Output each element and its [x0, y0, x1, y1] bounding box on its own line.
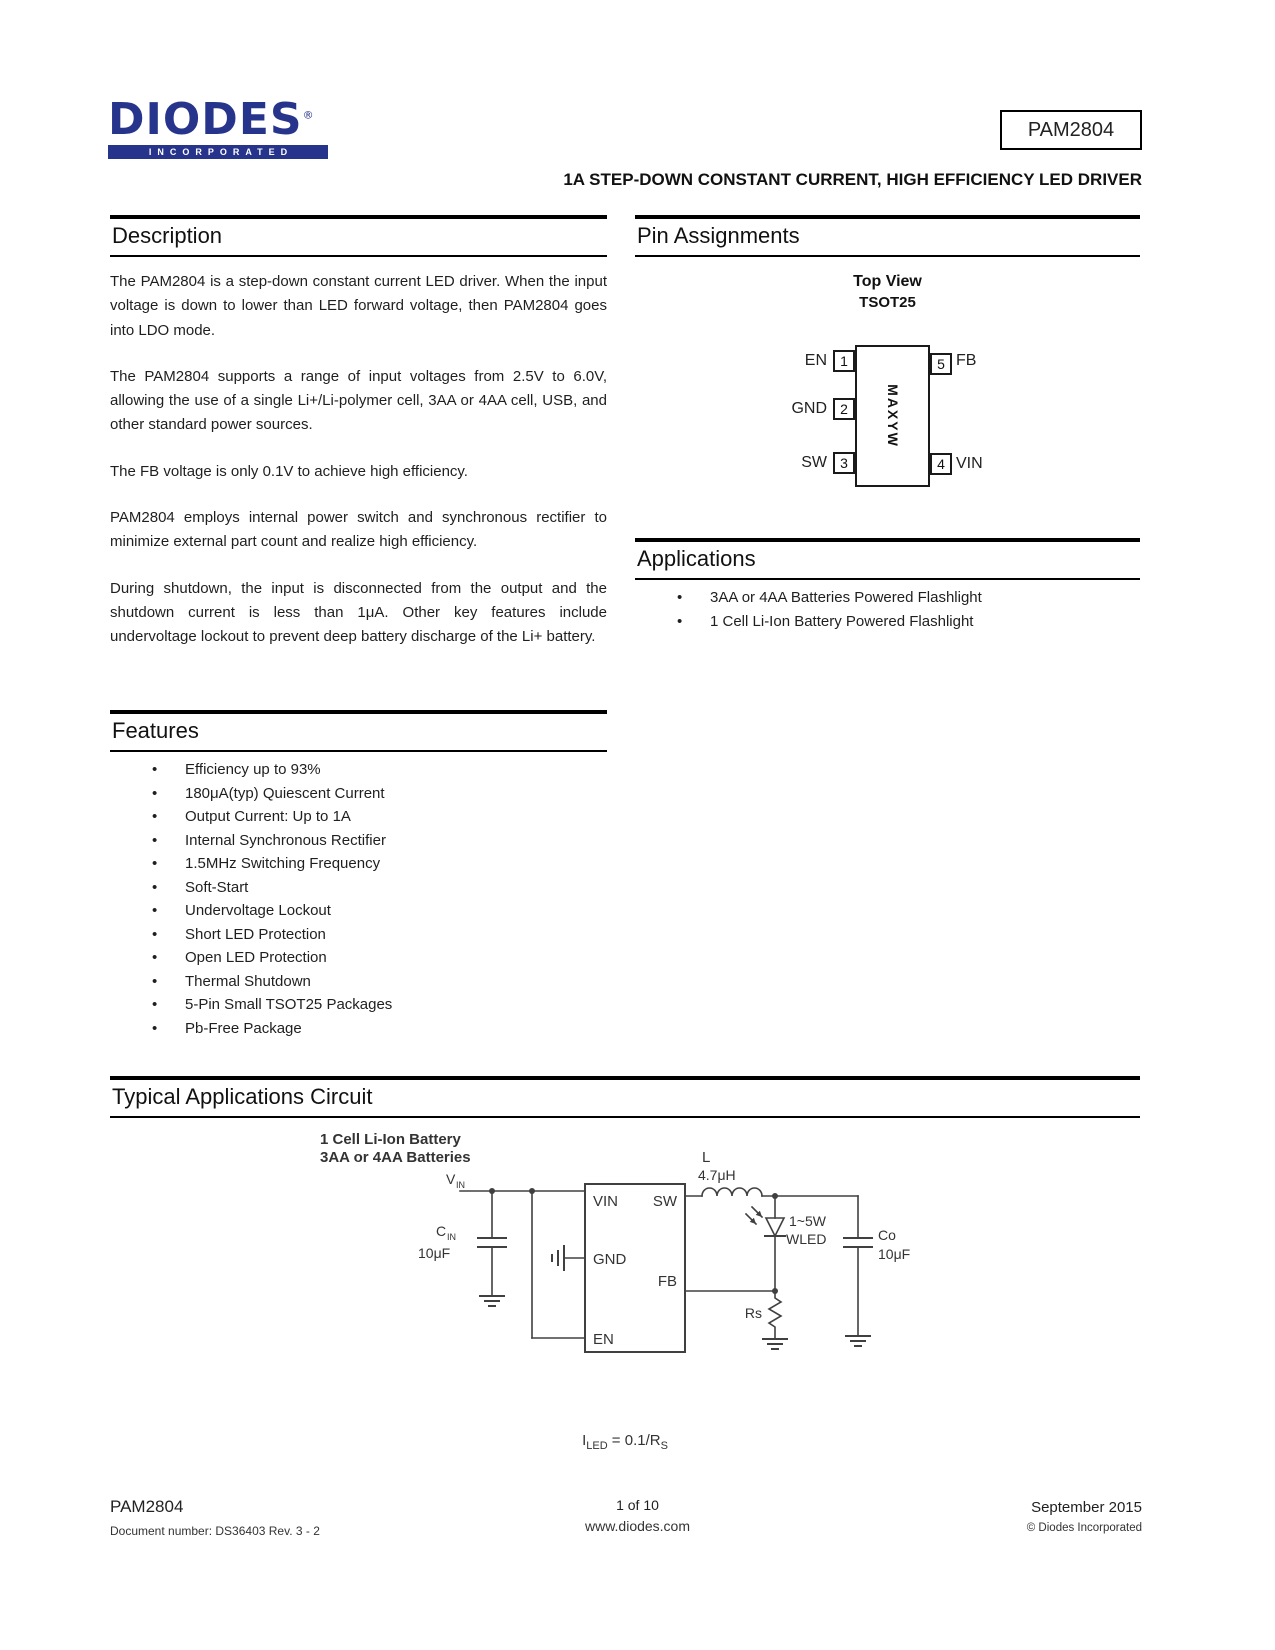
inductor-value: 4.7μH	[698, 1167, 736, 1183]
page-number: 1 of 10	[616, 1497, 659, 1513]
input-capacitor	[477, 1190, 507, 1307]
description-paragraph: The PAM2804 supports a range of input vo…	[110, 367, 607, 434]
chip-body: MAXYW	[855, 345, 930, 487]
ground-symbol	[762, 1338, 788, 1350]
ic-pin-fb: FB	[658, 1273, 677, 1290]
cin-sub: IN	[447, 1232, 456, 1242]
output-capacitor	[843, 1195, 873, 1347]
pin-label-vin: VIN	[956, 455, 983, 472]
footer-date: September 2015	[1031, 1499, 1142, 1516]
description-section: Description The PAM2804 is a step-down c…	[110, 215, 607, 672]
chip-marking: MAXYW	[884, 384, 901, 448]
ground-symbol	[479, 1295, 505, 1307]
footer-part-number: PAM2804	[110, 1497, 184, 1516]
ground-symbol	[551, 1245, 565, 1271]
list-item: Thermal Shutdown	[110, 973, 607, 991]
list-item: Short LED Protection	[110, 926, 607, 944]
description-paragraph: During shutdown, the input is disconnect…	[110, 579, 607, 646]
list-item: Internal Synchronous Rectifier	[110, 832, 607, 850]
logo-incorporated-bar: INCORPORATED	[108, 145, 328, 159]
list-item: 3AA or 4AA Batteries Powered Flashlight	[635, 589, 1140, 607]
inductor-symbol	[701, 1187, 763, 1197]
vin-node-label: V	[446, 1171, 456, 1187]
description-paragraph: The PAM2804 is a step-down constant curr…	[110, 273, 607, 339]
list-item: Output Current: Up to 1A	[110, 808, 607, 826]
ic-pin-sw: SW	[653, 1193, 678, 1210]
pin-2-box: 2	[833, 398, 855, 420]
formula-sub: LED	[586, 1440, 608, 1452]
footer-right: September 2015 © Diodes Incorporated	[1027, 1499, 1142, 1534]
pin-3-box: 3	[833, 452, 855, 474]
pin-5-box: 5	[930, 353, 952, 375]
pin-assignments-heading: Pin Assignments	[635, 215, 1140, 257]
list-item: 1.5MHz Switching Frequency	[110, 855, 607, 873]
circuit-section: Typical Applications Circuit	[110, 1076, 1140, 1118]
pin-4-box: 4	[930, 453, 952, 475]
applications-section: Applications 3AA or 4AA Batteries Powere…	[635, 538, 1140, 636]
pin-label-sw: SW	[801, 454, 827, 471]
list-item: Efficiency up to 93%	[110, 761, 607, 779]
rs-resistor-symbol	[762, 1290, 788, 1350]
inductor-name: L	[702, 1149, 710, 1166]
ic-pin-gnd: GND	[593, 1251, 627, 1268]
pin-1-box: 1	[833, 350, 855, 372]
description-heading: Description	[110, 215, 607, 257]
ic-pin-en: EN	[593, 1331, 614, 1348]
application-circuit-schematic: 1 Cell Li-Ion Battery 3AA or 4AA Batteri…	[320, 1131, 910, 1353]
footer-copyright: © Diodes Incorporated	[1026, 1522, 1142, 1534]
pin-label-en: EN	[804, 352, 827, 369]
pin-assignments-section: Pin Assignments Top View TSOT25 MAXYW 1 …	[635, 215, 1140, 540]
pin-label-gnd: GND	[791, 400, 827, 417]
applications-list: 3AA or 4AA Batteries Powered Flashlight …	[635, 589, 1140, 631]
ic-body	[584, 1183, 686, 1353]
formula-part: I	[582, 1432, 587, 1449]
list-item: Soft-Start	[110, 879, 607, 897]
applications-heading: Applications	[635, 538, 1140, 580]
cin-value: 10μF	[418, 1245, 450, 1261]
wled-name-label: WLED	[786, 1231, 826, 1247]
vin-node-sub: IN	[456, 1180, 465, 1190]
part-number-box: PAM2804	[1000, 110, 1142, 150]
logo-text: DIODES	[108, 94, 303, 145]
led-current-formula: ILED = 0.1/RS	[110, 1432, 1140, 1452]
ic-pin-vin: VIN	[593, 1193, 618, 1210]
pin-label-fb: FB	[956, 352, 977, 369]
co-value: 10μF	[878, 1246, 910, 1262]
power-source-label: 3AA or 4AA Batteries	[320, 1149, 471, 1166]
list-item: 180μA(typ) Quiescent Current	[110, 785, 607, 803]
description-paragraph: PAM2804 employs internal power switch an…	[110, 509, 607, 551]
top-view-label: Top View	[853, 273, 922, 290]
co-label: Co	[878, 1227, 896, 1243]
footer-document-number: Document number: DS36403 Rev. 3 - 2	[110, 1524, 320, 1538]
description-paragraph: The FB voltage is only 0.1V to achieve h…	[110, 462, 468, 480]
logo-wordmark: DIODES®	[108, 98, 328, 142]
ground-symbol	[845, 1335, 871, 1347]
features-section: Features Efficiency up to 93% 180μA(typ)…	[110, 710, 607, 1043]
circuit-heading: Typical Applications Circuit	[110, 1076, 1140, 1118]
rs-label: Rs	[745, 1305, 762, 1321]
list-item: Pb-Free Package	[110, 1020, 607, 1038]
website-link[interactable]: www.diodes.com	[584, 1518, 691, 1534]
package-label: TSOT25	[859, 294, 916, 311]
list-item: Open LED Protection	[110, 949, 607, 967]
list-item: Undervoltage Lockout	[110, 902, 607, 920]
footer-left: PAM2804 Document number: DS36403 Rev. 3 …	[110, 1497, 320, 1538]
registered-mark: ®	[302, 108, 315, 122]
formula-part: = 0.1/R	[607, 1432, 661, 1449]
features-list: Efficiency up to 93% 180μA(typ) Quiescen…	[110, 761, 607, 1038]
list-item: 1 Cell Li-Ion Battery Powered Flashlight	[635, 613, 1140, 631]
formula-sub: S	[660, 1440, 668, 1452]
footer-center: 1 of 10 www.diodes.com	[0, 1497, 1275, 1534]
wled-power-label: 1~5W	[789, 1213, 827, 1229]
diodes-logo: DIODES® INCORPORATED	[108, 98, 328, 159]
features-heading: Features	[110, 710, 607, 752]
cin-label: C	[436, 1223, 446, 1239]
document-title: 1A STEP-DOWN CONSTANT CURRENT, HIGH EFFI…	[563, 170, 1142, 189]
list-item: 5-Pin Small TSOT25 Packages	[110, 996, 607, 1014]
power-source-label: 1 Cell Li-Ion Battery	[320, 1131, 462, 1148]
wled-symbol	[744, 1195, 786, 1292]
